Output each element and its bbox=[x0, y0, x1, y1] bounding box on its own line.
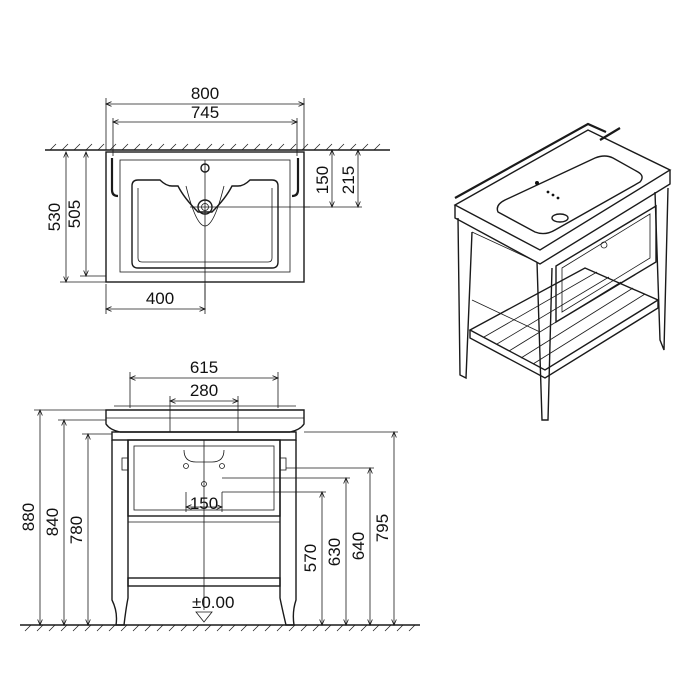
dim-795: 795 bbox=[373, 514, 392, 542]
dim-880: 880 bbox=[19, 503, 38, 531]
front-leg-left bbox=[111, 440, 129, 626]
dim-615: 615 bbox=[190, 358, 218, 377]
floor-level-marker bbox=[195, 611, 213, 623]
basin-bowl bbox=[131, 179, 279, 269]
dim-505: 505 bbox=[65, 200, 84, 228]
top-view: 800 745 530 505 150 215 400 bbox=[45, 84, 390, 314]
iso-side-rail bbox=[471, 231, 541, 333]
front-basin bbox=[105, 409, 305, 433]
iso-leg-back-right bbox=[654, 187, 669, 351]
dim-745: 745 bbox=[191, 103, 219, 122]
dim-530: 530 bbox=[45, 203, 64, 231]
iso-leg-front-right bbox=[536, 261, 553, 421]
floor-level-label: ±0.00 bbox=[192, 593, 234, 612]
dim-800: 800 bbox=[191, 84, 219, 103]
iso-bowl bbox=[496, 155, 643, 235]
iso-drawer-knob bbox=[600, 241, 608, 249]
front-leg-right bbox=[279, 440, 297, 626]
dim-215: 215 bbox=[339, 166, 358, 194]
wall-hatching bbox=[49, 143, 381, 151]
front-frame-top bbox=[111, 431, 297, 441]
front-handle-left bbox=[121, 457, 129, 471]
iso-basin-top bbox=[453, 129, 672, 251]
iso-backsplash bbox=[454, 122, 621, 199]
dim-570: 570 bbox=[301, 544, 320, 572]
dim-840: 840 bbox=[43, 508, 62, 536]
iso-drawer bbox=[555, 204, 657, 324]
dim-780: 780 bbox=[67, 516, 86, 544]
dim-280: 280 bbox=[190, 381, 218, 400]
iso-basin-edge bbox=[454, 170, 671, 265]
isometric-view bbox=[453, 122, 672, 421]
floor-hatching bbox=[24, 624, 416, 632]
front-view: 615 280 150 880 840 780 570 630 640 7 bbox=[19, 358, 420, 632]
dim-630: 630 bbox=[325, 538, 344, 566]
dim-150-front: 150 bbox=[190, 494, 218, 513]
dim-640: 640 bbox=[349, 532, 368, 560]
iso-tap-hole bbox=[535, 181, 539, 185]
iso-drain bbox=[551, 213, 569, 223]
iso-shelf bbox=[468, 267, 660, 371]
dim-400: 400 bbox=[146, 289, 174, 308]
iso-leg-front-left bbox=[457, 217, 473, 380]
basin-backsplash bbox=[110, 158, 300, 198]
iso-shelf-slats bbox=[483, 271, 646, 365]
dim-150-top: 150 bbox=[313, 166, 332, 194]
front-handle-right bbox=[279, 457, 287, 471]
